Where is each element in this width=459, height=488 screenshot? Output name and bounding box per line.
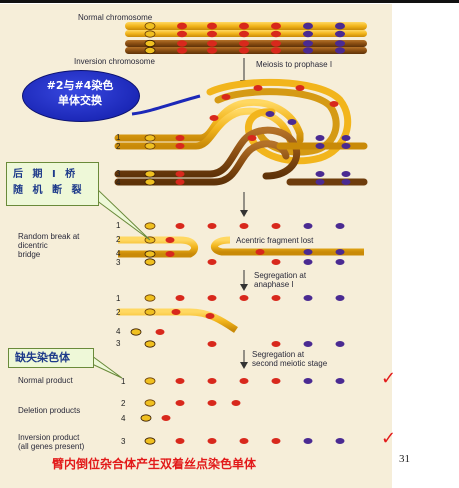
crossover-bubble-text: #2与#4染色 单体交换 [22, 78, 138, 108]
anaphase-bridge-callout: 后 期 I 桥 随 机 断 裂 [6, 162, 99, 206]
final-gene-markers [141, 378, 345, 444]
anaphase-callout-line-2: 随 机 断 裂 [13, 185, 84, 197]
checkmark-icon: ✓ [381, 430, 396, 448]
strand-number-2-final: 2 [121, 399, 125, 408]
deletion-products-label: Deletion products [18, 406, 80, 415]
arrow-second-stage [240, 350, 248, 369]
strand-number-4: 4 [116, 178, 120, 187]
strand-number-4-final: 4 [121, 414, 125, 423]
inversion-chromosome-label: Inversion chromosome [74, 57, 155, 66]
strand-number-2-ana: 2 [116, 308, 120, 317]
strand-number-4-ana: 4 [116, 327, 120, 336]
deletion-callout-text: 缺失染色体 [15, 351, 70, 364]
inversion-product-label: Inversion product (all genes present) [18, 433, 84, 451]
final-products [128, 381, 364, 441]
anaphase-gene-markers [131, 295, 345, 347]
strand-number-1: 1 [116, 133, 120, 142]
strand-number-2-break: 2 [116, 235, 120, 244]
page-number: 31 [399, 453, 410, 465]
slide-caption: 臂内倒位杂合体产生双着丝点染色单体 [52, 457, 256, 471]
strand-number-3-break: 3 [116, 258, 120, 267]
anaphase-segregation [118, 298, 364, 344]
arrow-breakage [240, 192, 248, 217]
strand-number-1-break: 1 [116, 221, 120, 230]
deletion-chromosome-callout: 缺失染色体 [8, 348, 94, 368]
strand-number-3-final: 3 [121, 437, 125, 446]
segregation-second-label: Segregation at second meiotic stage [252, 350, 327, 368]
arrow-anaphase [240, 270, 248, 291]
anaphase-callout-line-1: 后 期 I 桥 [13, 169, 78, 181]
normal-product-label: Normal product [18, 376, 73, 385]
strand-number-1-ana: 1 [116, 294, 120, 303]
prophase-loop [118, 82, 364, 182]
checkmark-icon: ✓ [381, 370, 396, 388]
inversion-chromosome-pair [125, 40, 367, 54]
strand-number-3: 3 [116, 169, 120, 178]
acentric-fragment-label: Acentric fragment lost [236, 236, 313, 245]
bubble-line-1: #2与#4染色 [22, 78, 138, 93]
strand-number-4-break: 4 [116, 249, 120, 258]
strand-number-2: 2 [116, 142, 120, 151]
segregation-anaphase-label: Segregation at anaphase I [254, 271, 306, 289]
normal-chromosome-label: Normal chromosome [78, 13, 152, 22]
bubble-line-2: 单体交换 [22, 93, 138, 108]
strand-number-3-ana: 3 [116, 339, 120, 348]
random-break-label: Random break at dicentric bridge [18, 232, 79, 259]
meiosis-label: Meiosis to prophase I [256, 60, 332, 69]
strand-number-1-final: 1 [121, 377, 125, 386]
normal-chromosome-pair [125, 22, 367, 37]
